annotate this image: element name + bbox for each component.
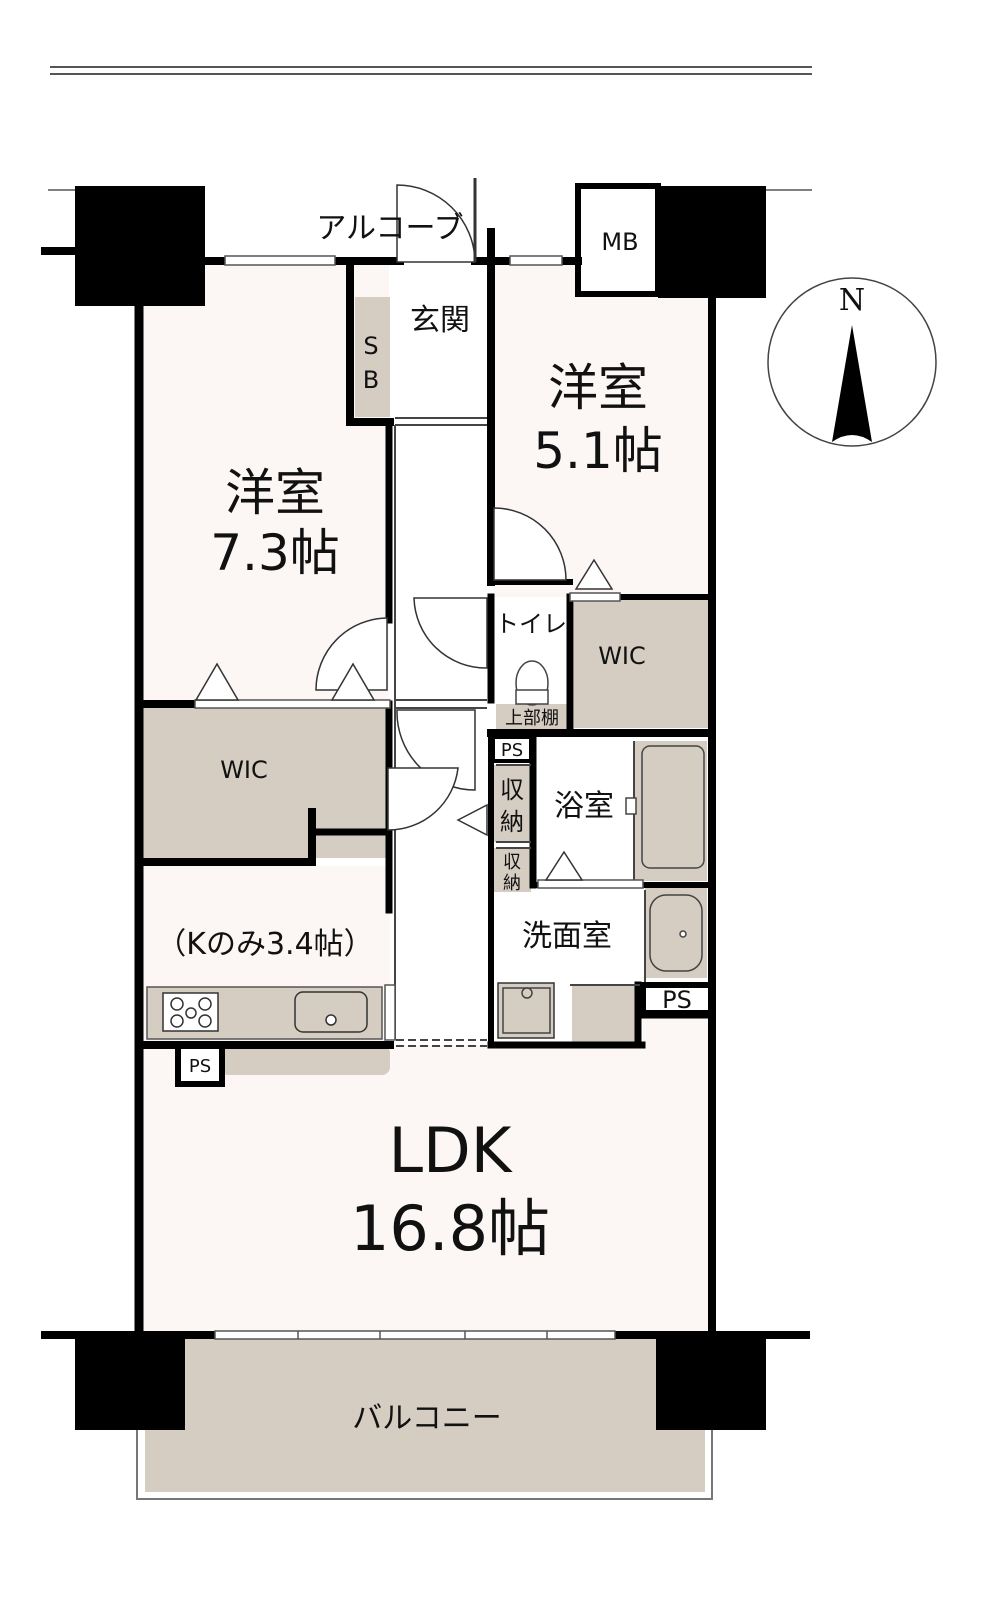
room-name-western-1: 洋室 xyxy=(225,464,325,522)
ps-boxes xyxy=(175,735,714,1087)
wic-2-floor xyxy=(574,599,709,728)
storage-2-label-bottom: 納 xyxy=(503,873,521,894)
shoe-box-floor xyxy=(355,297,390,417)
shoe-box-label-b: B xyxy=(363,366,379,394)
ps-label-kitchen: PS xyxy=(189,1056,211,1077)
stove-icon xyxy=(162,992,219,1032)
partitions xyxy=(394,417,646,1047)
balcony-label: バルコニー xyxy=(352,1401,501,1436)
mb-box xyxy=(575,183,661,297)
washer-pan xyxy=(497,982,555,1039)
hinge-markers xyxy=(194,558,614,881)
counter-lower xyxy=(220,1045,390,1075)
mb-label: MB xyxy=(601,228,638,256)
columns xyxy=(75,186,766,1430)
storage-1-label-bottom: 納 xyxy=(500,808,524,836)
north-arrow-icon xyxy=(832,325,872,442)
toilet-fixture xyxy=(515,660,549,706)
alcove-label: アルコーブ xyxy=(316,211,463,246)
bathtub-fixture xyxy=(625,745,705,869)
kitchen-label: （Kのみ3.4帖） xyxy=(156,927,373,962)
compass: N xyxy=(767,277,937,447)
washroom-shelf xyxy=(572,985,638,1043)
room-name-western-2: 洋室 xyxy=(548,359,648,417)
room-size-western-1: 7.3帖 xyxy=(210,524,340,582)
walls xyxy=(41,228,810,1339)
labels: 洋室 7.3帖 洋室 5.1帖 LDK 16.8帖 （Kのみ3.4帖） 玄関 ト… xyxy=(156,211,692,1436)
room-size-ldk: 16.8帖 xyxy=(350,1192,550,1265)
washbasin-fixture xyxy=(649,894,703,972)
compass-label: N xyxy=(839,283,865,318)
ps-label-washroom: PS xyxy=(662,986,692,1014)
upper-shelf-label: 上部棚 xyxy=(505,708,559,729)
entrance-label: 玄関 xyxy=(410,303,470,338)
storage-2-label-top: 収 xyxy=(503,852,521,873)
door-swings xyxy=(315,178,567,831)
floor-ldk xyxy=(143,1045,712,1335)
ps-label-bath: PS xyxy=(501,740,523,761)
storage-2-floor xyxy=(493,848,531,892)
balcony-area xyxy=(136,1338,713,1500)
upper-shelf-floor xyxy=(496,704,568,729)
wic-1-label: WIC xyxy=(220,756,268,784)
floors xyxy=(143,262,712,1335)
windows xyxy=(194,255,644,1340)
storage-1-label-top: 収 xyxy=(500,776,524,804)
washroom-label: 洗面室 xyxy=(522,919,612,954)
wic-2-label: WIC xyxy=(598,642,646,670)
storage-1-floor xyxy=(493,765,531,842)
sink-icon xyxy=(294,991,368,1033)
floor-ldk-upper xyxy=(643,1015,712,1050)
washer-fixture xyxy=(502,987,551,1034)
room-name-ldk: LDK xyxy=(389,1114,513,1187)
corridor-line xyxy=(50,66,812,75)
bathroom-label: 浴室 xyxy=(554,789,614,824)
room-size-western-2: 5.1帖 xyxy=(533,422,663,480)
toilet-label: トイレ xyxy=(495,610,567,638)
shoe-box-label-s: S xyxy=(363,332,378,360)
